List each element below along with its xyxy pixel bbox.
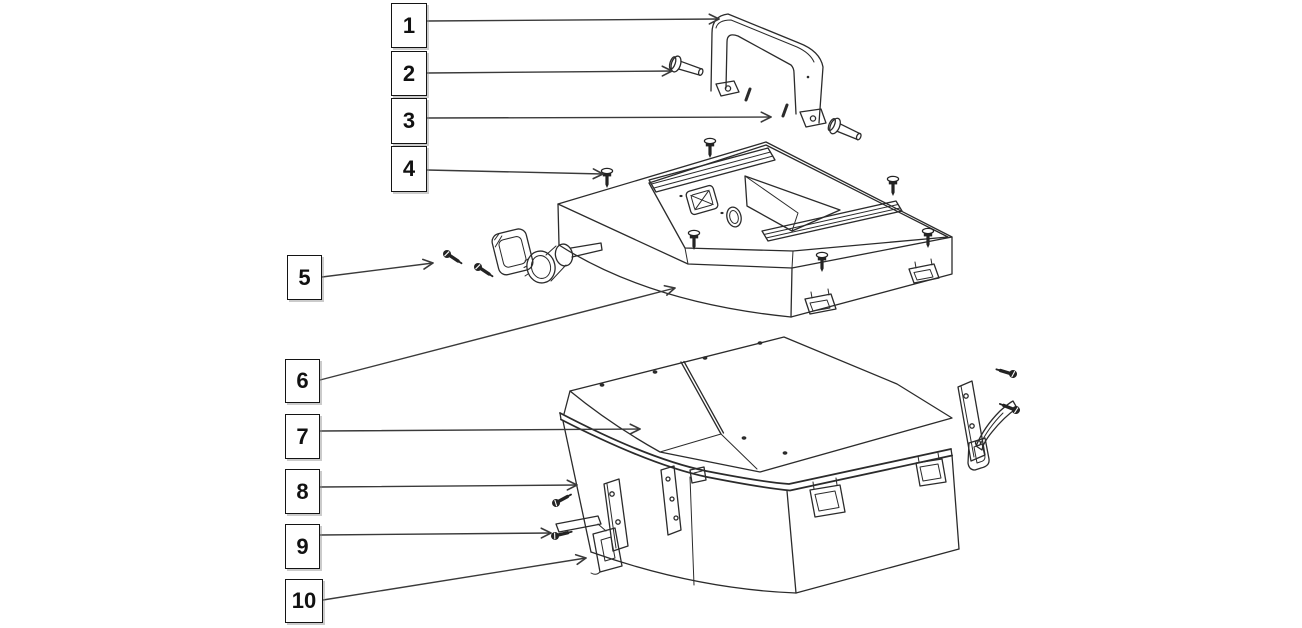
callout-label: 1 bbox=[402, 12, 416, 38]
callout-box-8: 8 bbox=[285, 469, 320, 514]
power-connector bbox=[491, 228, 603, 284]
callout-box-1: 1 bbox=[391, 3, 427, 48]
leader-line-8 bbox=[319, 479, 578, 491]
callout-box-10: 10 bbox=[285, 579, 323, 623]
handle-bolt-left bbox=[668, 55, 704, 76]
callout-label: 10 bbox=[291, 588, 317, 613]
callout-label: 8 bbox=[296, 478, 309, 504]
carry-handle bbox=[710, 13, 827, 128]
callout-box-3: 3 bbox=[391, 98, 427, 144]
callout-box-6: 6 bbox=[285, 359, 320, 403]
callout-label: 3 bbox=[402, 108, 416, 133]
callout-label: 5 bbox=[298, 264, 311, 290]
right-latch-assembly bbox=[957, 362, 1023, 471]
left-bracket-assembly bbox=[547, 478, 629, 575]
callout-box-7: 7 bbox=[285, 414, 320, 459]
handle-bolt-right bbox=[827, 117, 862, 141]
callout-box-2: 2 bbox=[391, 51, 427, 96]
callout-label: 9 bbox=[296, 533, 309, 559]
connector-screws bbox=[441, 248, 495, 278]
callout-label: 7 bbox=[296, 423, 309, 449]
callout-box-4: 4 bbox=[391, 146, 427, 192]
callout-label: 2 bbox=[402, 60, 416, 86]
leader-line-10 bbox=[322, 553, 587, 601]
callout-label: 4 bbox=[402, 156, 416, 181]
leader-line-4 bbox=[426, 168, 604, 180]
callout-box-5: 5 bbox=[287, 255, 322, 300]
leader-line-2 bbox=[426, 65, 673, 77]
leader-lines bbox=[319, 13, 772, 601]
callout-box-9: 9 bbox=[285, 524, 320, 569]
leader-line-5 bbox=[321, 258, 434, 278]
leader-line-1 bbox=[426, 13, 720, 25]
case-body bbox=[559, 336, 960, 594]
lid-assembly bbox=[557, 141, 953, 318]
leader-line-6 bbox=[319, 284, 676, 381]
roll-pins bbox=[744, 87, 789, 118]
leader-line-7 bbox=[319, 423, 641, 435]
callout-label: 6 bbox=[296, 368, 309, 393]
leader-line-9 bbox=[319, 527, 552, 539]
leader-line-3 bbox=[426, 111, 772, 123]
